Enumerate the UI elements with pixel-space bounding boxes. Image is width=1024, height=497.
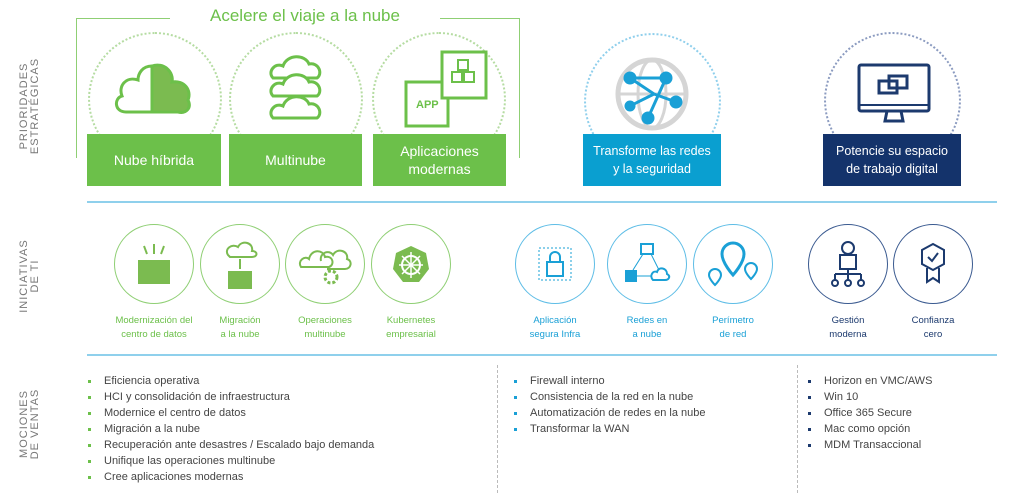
initiative-cloud-networks <box>607 224 687 304</box>
priority-network-security: Transforme las redes y la seguridad <box>583 134 721 186</box>
kubernetes-icon <box>393 246 429 282</box>
desktop-monitor-icon <box>857 63 931 123</box>
divider-top <box>87 201 997 203</box>
list-item: Horizon en VMC/AWS <box>808 373 932 389</box>
bracket-title: Acelere el viaje a la nube <box>170 6 440 26</box>
org-chart-icon <box>831 241 865 287</box>
list-item: Office 365 Secure <box>808 405 932 421</box>
list-item: Firewall interno <box>514 373 706 389</box>
column-divider <box>497 365 498 493</box>
list-item: Recuperación ante desastres / Escalado b… <box>88 437 374 453</box>
network-globe-icon <box>615 57 689 131</box>
cloud-network-icon <box>625 243 671 282</box>
cloud-gear-icon <box>299 249 352 285</box>
lock-icon <box>538 247 572 281</box>
svg-text:APP: APP <box>416 99 439 111</box>
list-item: Mac como opción <box>808 421 932 437</box>
initiative-zero-trust <box>893 224 973 304</box>
initiative-modern-management <box>808 224 888 304</box>
list-item: Cree aplicaciones modernas <box>88 469 374 485</box>
list-item: MDM Transaccional <box>808 437 932 453</box>
divider-bottom <box>87 354 997 356</box>
initiative-migration <box>200 224 280 304</box>
list-item: HCI y consolidación de infraestructura <box>88 389 374 405</box>
initiative-multicloud-ops <box>285 224 365 304</box>
initiative-network-perimeter <box>693 224 773 304</box>
priority-multi-cloud: Multinube <box>229 134 362 186</box>
certificate-badge-icon <box>921 242 945 284</box>
location-pin-icon <box>708 241 758 287</box>
sales-list-network: Firewall interno Consistencia de la red … <box>514 373 706 437</box>
sales-list-cloud: Eficiencia operativa HCI y consolidación… <box>88 373 374 485</box>
modern-apps-icon: APP <box>404 50 488 128</box>
list-item: Win 10 <box>808 389 932 405</box>
cloud-migration-icon <box>226 241 258 289</box>
list-item: Unifique las operaciones multinube <box>88 453 374 469</box>
hybrid-cloud-icon <box>115 63 191 114</box>
priority-digital-workspace: Potencie su espacio de trabajo digital <box>823 134 961 186</box>
list-item: Eficiencia operativa <box>88 373 374 389</box>
list-item: Modernice el centro de datos <box>88 405 374 421</box>
initiative-datacenter <box>114 224 194 304</box>
column-divider <box>797 365 798 493</box>
sales-list-workspace: Horizon en VMC/AWS Win 10 Office 365 Sec… <box>808 373 932 453</box>
initiative-secure-infra <box>515 224 595 304</box>
list-item: Automatización de redes en la nube <box>514 405 706 421</box>
list-item: Transformar la WAN <box>514 421 706 437</box>
datacenter-icon <box>138 244 170 284</box>
list-item: Migración a la nube <box>88 421 374 437</box>
priority-hybrid-cloud: Nube híbrida <box>87 134 221 186</box>
list-item: Consistencia de la red en la nube <box>514 389 706 405</box>
priority-modern-apps: Aplicaciones modernas <box>373 134 506 186</box>
multi-cloud-icon <box>269 55 322 120</box>
initiative-kubernetes <box>371 224 451 304</box>
